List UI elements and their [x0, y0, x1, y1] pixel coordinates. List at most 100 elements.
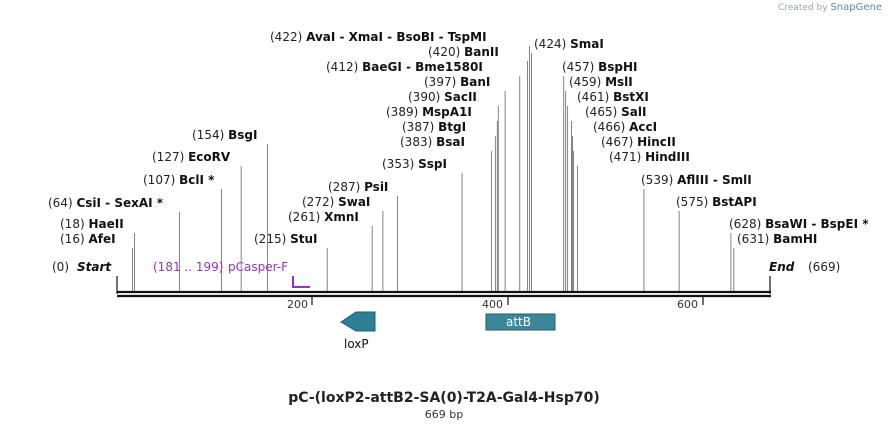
- enzyme-name: SmaI: [570, 37, 604, 51]
- enzyme-label: (127) EcoRV: [152, 150, 231, 164]
- enzyme-position: (272): [302, 195, 338, 209]
- enzyme-label: (539) AflIII - SmlI: [641, 173, 752, 187]
- loxp-arrow: [340, 311, 376, 332]
- enzyme-name: AvaI - XmaI - BsoBI - TspMI: [306, 30, 486, 44]
- enzyme-label: (18) HaeII: [60, 217, 124, 231]
- enzyme-position: (16): [60, 232, 88, 246]
- enzyme-position: (420): [428, 45, 464, 59]
- enzyme-name: MspA1I: [422, 105, 472, 119]
- ruler-tick-label: 400: [482, 298, 503, 311]
- enzyme-name: EcoRV: [188, 150, 231, 164]
- enzyme-label: (422) AvaI - XmaI - BsoBI - TspMI: [270, 30, 487, 44]
- enzyme-label: (16) AfeI: [60, 232, 116, 246]
- enzyme-name: SalI: [621, 105, 646, 119]
- enzyme-name: BspHI: [598, 60, 637, 74]
- construct-title: pC-(loxP2-attB2-SA(0)-T2A-Gal4-Hsp70): [288, 390, 600, 406]
- enzyme-name: BstAPI: [712, 195, 757, 209]
- enzyme-label: (387) BtgI: [402, 120, 466, 134]
- enzyme-position: (353): [382, 157, 418, 171]
- enzyme-label: (466) AccI: [593, 120, 657, 134]
- enzyme-name: HaeII: [88, 217, 123, 231]
- ruler: 200 400 600: [287, 296, 704, 311]
- enzyme-label: (467) HincII: [601, 135, 676, 149]
- enzyme-name: AccI: [629, 120, 657, 134]
- enzyme-name: HindIII: [645, 150, 690, 164]
- enzyme-label: (631) BamHI: [737, 232, 817, 246]
- enzyme-position: (465): [585, 105, 621, 119]
- start-label: Start: [77, 260, 112, 274]
- enzyme-label: (420) BanII: [428, 45, 499, 59]
- enzyme-position: (412): [326, 60, 362, 74]
- enzyme-name: BsgI: [228, 128, 257, 142]
- enzyme-position: (461): [577, 90, 613, 104]
- cut-site-leaders: [132, 46, 735, 291]
- enzyme-position: (422): [270, 30, 306, 44]
- enzyme-name: BanI: [460, 75, 490, 89]
- enzyme-label: (471) HindIII: [609, 150, 690, 164]
- construct-size: 669 bp: [424, 408, 464, 421]
- primer: (181 .. 199) pCasper-F: [153, 260, 310, 288]
- enzyme-name: BtgI: [438, 120, 466, 134]
- enzyme-name: BstXI: [613, 90, 649, 104]
- primer-name: pCasper-F: [228, 260, 288, 274]
- enzyme-label: (412) BaeGI - Bme1580I: [326, 60, 483, 74]
- enzyme-name: PsiI: [364, 180, 388, 194]
- enzyme-label: (64) CsiI - SexAI *: [48, 196, 164, 210]
- enzyme-name: HincII: [637, 135, 676, 149]
- enzyme-label: (459) MslI: [569, 75, 633, 89]
- snapgene-credit: Created by SnapGene: [778, 2, 882, 13]
- enzyme-label: (465) SalI: [585, 105, 646, 119]
- enzyme-name: SwaI: [338, 195, 370, 209]
- enzyme-name: BanII: [464, 45, 499, 59]
- enzyme-label: (575) BstAPI: [676, 195, 757, 209]
- enzyme-label: (389) MspA1I: [386, 105, 472, 119]
- enzyme-position: (64): [48, 196, 76, 210]
- enzyme-position: (215): [254, 232, 290, 246]
- enzyme-position: (628): [729, 217, 765, 231]
- enzyme-position: (575): [676, 195, 712, 209]
- enzyme-label: (353) SspI: [382, 157, 447, 171]
- enzyme-position: (107): [143, 173, 179, 187]
- enzyme-name: SacII: [444, 90, 477, 104]
- enzyme-name: SspI: [418, 157, 447, 171]
- attb-box: [485, 313, 556, 331]
- enzyme-name: XmnI: [324, 210, 359, 224]
- enzyme-position: (261): [288, 210, 324, 224]
- enzyme-label: (424) SmaI: [534, 37, 604, 51]
- enzyme-position: (467): [601, 135, 637, 149]
- start-position: (0): [52, 260, 69, 274]
- enzyme-position: (127): [152, 150, 188, 164]
- enzyme-name: StuI: [290, 232, 317, 246]
- enzyme-name: BsaI: [436, 135, 465, 149]
- feature-loxP: loxP: [340, 311, 376, 351]
- ruler-tick-label: 600: [677, 298, 698, 311]
- enzyme-position: (466): [593, 120, 629, 134]
- enzyme-position: (539): [641, 173, 677, 187]
- enzyme-label: (287) PsiI: [328, 180, 388, 194]
- enzyme-label: (261) XmnI: [288, 210, 359, 224]
- enzyme-label: (272) SwaI: [302, 195, 370, 209]
- enzyme-position: (390): [408, 90, 444, 104]
- end-label: End: [769, 260, 795, 274]
- enzyme-name: CsiI - SexAI *: [76, 196, 163, 210]
- enzyme-label: (397) BanI: [424, 75, 490, 89]
- enzyme-label: (107) BclI *: [143, 173, 215, 187]
- enzyme-position: (459): [569, 75, 605, 89]
- enzyme-position: (424): [534, 37, 570, 51]
- enzyme-name: BamHI: [773, 232, 817, 246]
- feature-attB: attB: [485, 313, 556, 331]
- enzyme-label: (383) BsaI: [400, 135, 465, 149]
- sequence-map: (16) AfeI(18) HaeII (64) CsiI - SexAI * (1…: [48, 30, 869, 351]
- attb-label: attB: [506, 315, 531, 329]
- primer-arrow: [292, 276, 310, 288]
- enzyme-position: (287): [328, 180, 364, 194]
- enzyme-label: (390) SacII: [408, 90, 477, 104]
- enzyme-position: (631): [737, 232, 773, 246]
- snapgene-brand: SnapGene: [830, 2, 882, 13]
- enzyme-position: (389): [386, 105, 422, 119]
- primer-range: (181 .. 199): [153, 260, 223, 274]
- enzyme-position: (154): [192, 128, 228, 142]
- enzyme-position: (18): [60, 217, 88, 231]
- enzyme-name: BclI *: [179, 173, 215, 187]
- enzyme-label: (215) StuI: [254, 232, 317, 246]
